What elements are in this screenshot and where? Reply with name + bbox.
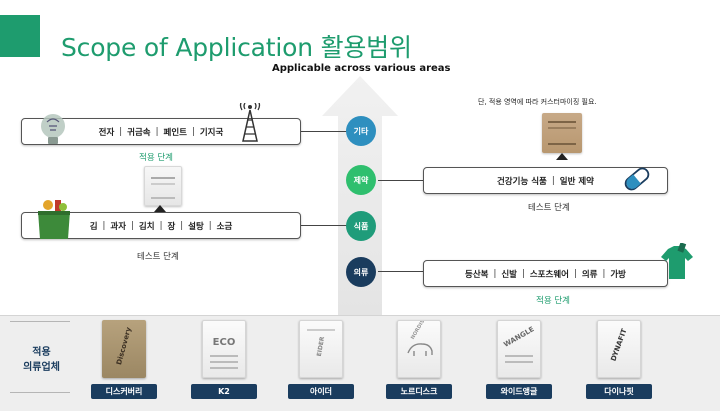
pointer-triangle-icon: [154, 205, 166, 212]
polar-bear-icon: [407, 343, 433, 356]
page-title: Scope of Application 활용범위: [61, 33, 412, 62]
brand-name-label: K2: [191, 384, 257, 399]
pointer-triangle-icon: [556, 153, 568, 160]
applied-brands-label: 적용 의류업체: [14, 345, 69, 375]
brand-name-label: 와이드앵글: [486, 384, 552, 399]
brand-name-label: 노르디스크: [386, 384, 452, 399]
usage-item: 전자: [98, 127, 115, 138]
usage-item: 소금: [216, 221, 233, 232]
usage-item: 일반 제약: [559, 176, 594, 187]
connector-line: [378, 271, 424, 273]
usage-item: 귀금속: [127, 127, 151, 138]
category-label: 식품: [353, 221, 369, 231]
product-packet-image: DYNAFIT: [597, 320, 641, 378]
connector-line: [300, 131, 348, 133]
customization-note: 단, 적용 영역에 따라 커스터마이징 필요.: [478, 98, 597, 106]
usage-item: 신발: [501, 269, 517, 280]
stage-label-food: 테스트 단계: [137, 252, 179, 262]
antenna-tower-icon: [239, 103, 261, 142]
growth-arrow-icon: [322, 76, 398, 316]
brand-accent-block: [0, 15, 40, 57]
category-circle-other: 기타: [346, 116, 376, 146]
category-label: 의류: [353, 267, 369, 277]
brand-name-label: 아이더: [288, 384, 354, 399]
desiccant-packet-image: [144, 166, 182, 206]
usage-item: 건강기능 식품: [496, 176, 547, 187]
product-packet-image: ECO: [202, 320, 246, 378]
pharma-usage-box: 건강기능 식품| 일반 제약: [423, 167, 668, 194]
packet-brand-mark: Discovery: [115, 326, 133, 366]
usage-item: 가방: [610, 269, 626, 280]
usage-item: 과자: [110, 221, 127, 232]
divider: [10, 392, 70, 393]
packet-brand-mark: EIDER: [315, 336, 327, 357]
usage-item: 김치: [138, 221, 155, 232]
packet-brand-mark: DYNAFIT: [609, 327, 629, 363]
desiccant-packet-image: [542, 113, 582, 153]
brand-card-wideangle: WANGLE 와이드앵글: [483, 320, 555, 402]
lightbulb-icon: [41, 114, 65, 144]
brand-name-label: 다이나핏: [586, 384, 652, 399]
usage-item: 의류: [581, 269, 598, 280]
usage-item: 등산복: [465, 269, 489, 280]
category-circle-food: 식품: [346, 211, 376, 241]
category-circle-pharma: 제약: [346, 165, 376, 195]
product-packet-image: NORDISK: [397, 320, 441, 378]
brand-card-discovery: Discovery 디스커버리: [88, 320, 160, 402]
product-packet-image: Discovery: [102, 320, 146, 378]
tshirt-tag-icon: [661, 243, 693, 279]
packet-brand-mark: WANGLE: [502, 325, 536, 349]
capsule-icon: [624, 167, 650, 191]
category-label: 기타: [353, 126, 369, 136]
divider: [10, 321, 70, 322]
usage-item: 장: [167, 221, 176, 232]
usage-item: 기지국: [199, 127, 224, 138]
product-packet-image: EIDER: [299, 320, 343, 378]
label-line: 의류업체: [23, 362, 60, 373]
category-label: 제약: [353, 175, 369, 185]
usage-item: 김: [89, 221, 98, 232]
stage-label-pharma: 테스트 단계: [528, 203, 570, 213]
packet-brand-mark: ECO: [212, 337, 236, 348]
brand-name-label: 디스커버리: [91, 384, 157, 399]
page-subtitle: Applicable across various areas: [272, 63, 451, 74]
clothing-usage-box: 등산복| 신발| 스포츠웨어| 의류| 가방: [423, 260, 668, 287]
usage-item: 페인트: [163, 127, 187, 138]
brand-card-eider: EIDER 아이더: [285, 320, 357, 402]
usage-item: 설탕: [188, 221, 204, 232]
label-line: 적용: [32, 347, 51, 358]
stage-label-clothing: 적용 단계: [536, 296, 570, 306]
brand-card-nordisk: NORDISK 노르디스크: [383, 320, 455, 402]
divider: [0, 315, 720, 316]
connector-line: [378, 180, 424, 182]
brand-card-k2: ECO K2: [188, 320, 260, 402]
brand-card-dynafit: DYNAFIT 다이나핏: [583, 320, 655, 402]
product-packet-image: WANGLE: [497, 320, 541, 378]
grocery-bag-icon: [38, 200, 70, 239]
connector-line: [300, 225, 348, 227]
stage-label-other: 적용 단계: [139, 153, 173, 163]
category-circle-clothing: 의류: [346, 257, 376, 287]
usage-item: 스포츠웨어: [529, 269, 569, 280]
